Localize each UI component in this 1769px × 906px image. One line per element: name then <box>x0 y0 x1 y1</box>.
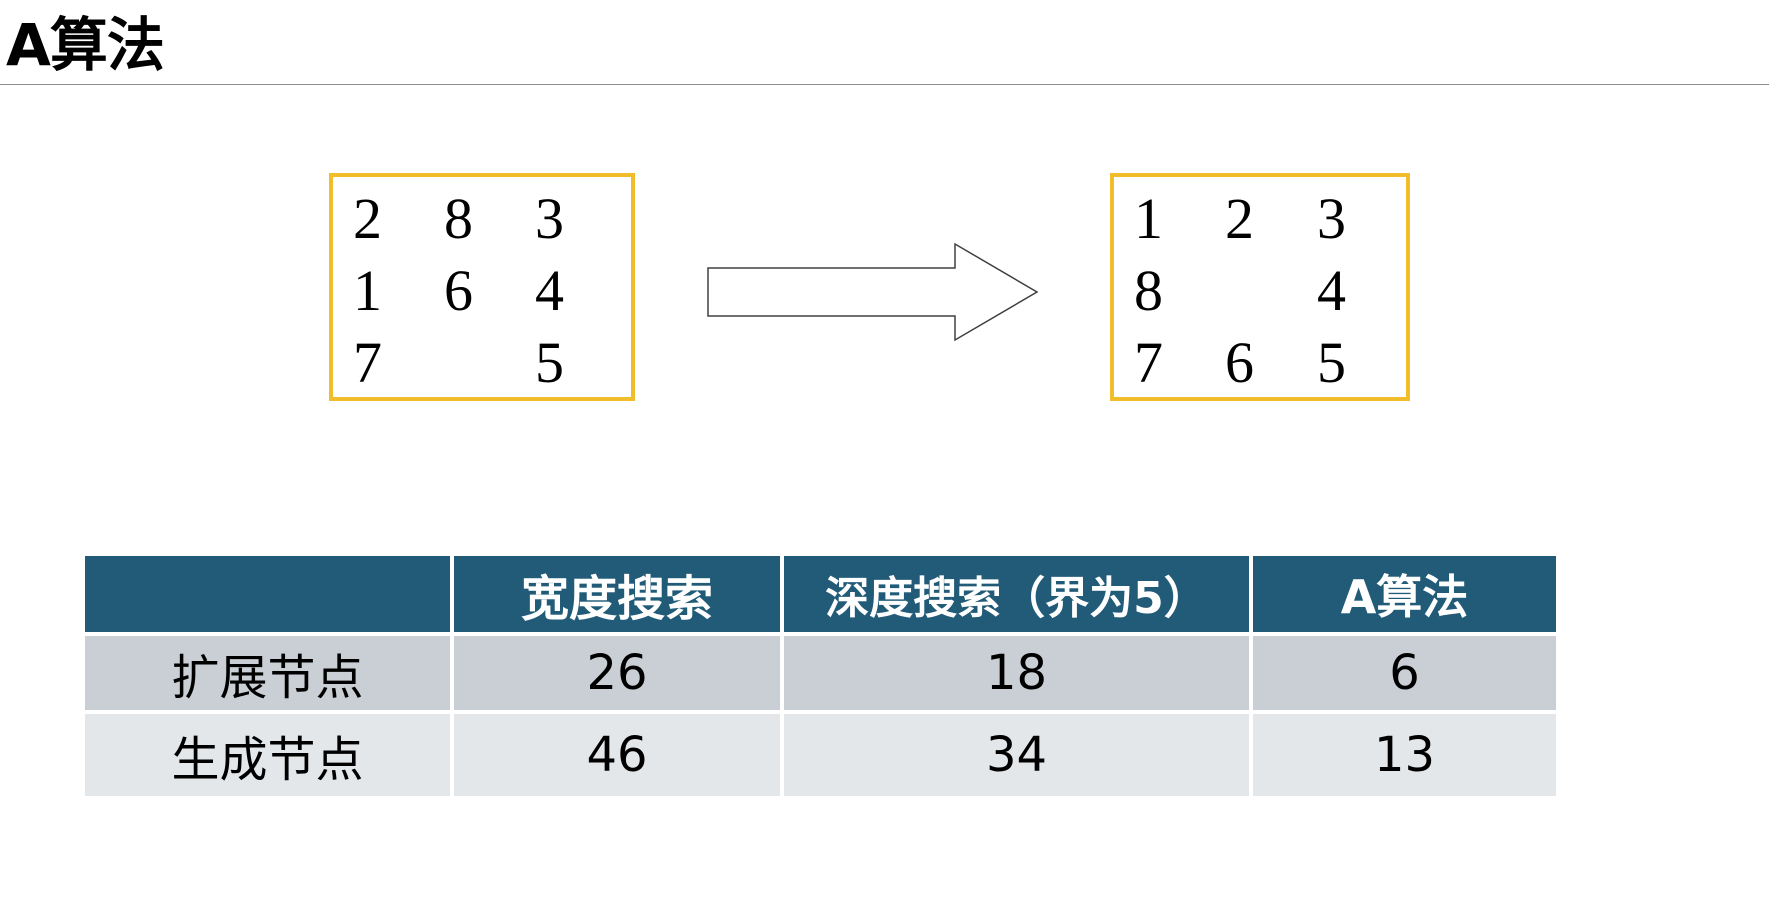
table-cell: 26 <box>454 636 780 710</box>
table-cell: 18 <box>784 636 1249 710</box>
board-cell-empty <box>1225 255 1285 327</box>
table-row: 生成节点 46 34 13 <box>85 714 1556 796</box>
row-label: 生成节点 <box>85 714 450 796</box>
comparison-table: 宽度搜索 深度搜索（界为5） A算法 扩展节点 26 18 6 生成节点 46 … <box>85 556 1556 796</box>
goal-state-board: 1 2 3 8 4 7 6 5 <box>1110 173 1410 401</box>
board-cell: 3 <box>535 186 564 251</box>
board-cell: 6 <box>1225 330 1254 395</box>
board-cell: 4 <box>535 258 564 323</box>
board-cell: 5 <box>535 330 564 395</box>
board-cell: 4 <box>1317 258 1346 323</box>
board-cell: 1 <box>1134 186 1163 251</box>
initial-state-board: 2 8 3 1 6 4 7 5 <box>329 173 635 401</box>
board-cell: 3 <box>1317 186 1346 251</box>
board-cell: 8 <box>1134 258 1163 323</box>
board-cell: 2 <box>353 186 382 251</box>
title-divider <box>0 84 1769 85</box>
board-cell: 8 <box>444 186 473 251</box>
board-cell: 2 <box>1225 186 1254 251</box>
table-header-row: 宽度搜索 深度搜索（界为5） A算法 <box>85 556 1556 632</box>
board-cell: 7 <box>1134 330 1163 395</box>
row-label: 扩展节点 <box>85 636 450 710</box>
table-cell: 46 <box>454 714 780 796</box>
header-cell-bfs: 宽度搜索 <box>454 556 780 632</box>
header-cell-dfs: 深度搜索（界为5） <box>784 556 1249 632</box>
board-cell: 7 <box>353 330 382 395</box>
board-cell: 1 <box>353 258 382 323</box>
header-cell-empty <box>85 556 450 632</box>
right-arrow-icon <box>707 242 1039 342</box>
page-title: A算法 <box>6 11 165 79</box>
board-cell-empty <box>444 327 504 399</box>
board-cell: 6 <box>444 258 473 323</box>
table-cell: 6 <box>1253 636 1556 710</box>
header-cell-a-algorithm: A算法 <box>1253 556 1556 632</box>
table-row: 扩展节点 26 18 6 <box>85 636 1556 710</box>
table-cell: 34 <box>784 714 1249 796</box>
table-cell: 13 <box>1253 714 1556 796</box>
board-cell: 5 <box>1317 330 1346 395</box>
